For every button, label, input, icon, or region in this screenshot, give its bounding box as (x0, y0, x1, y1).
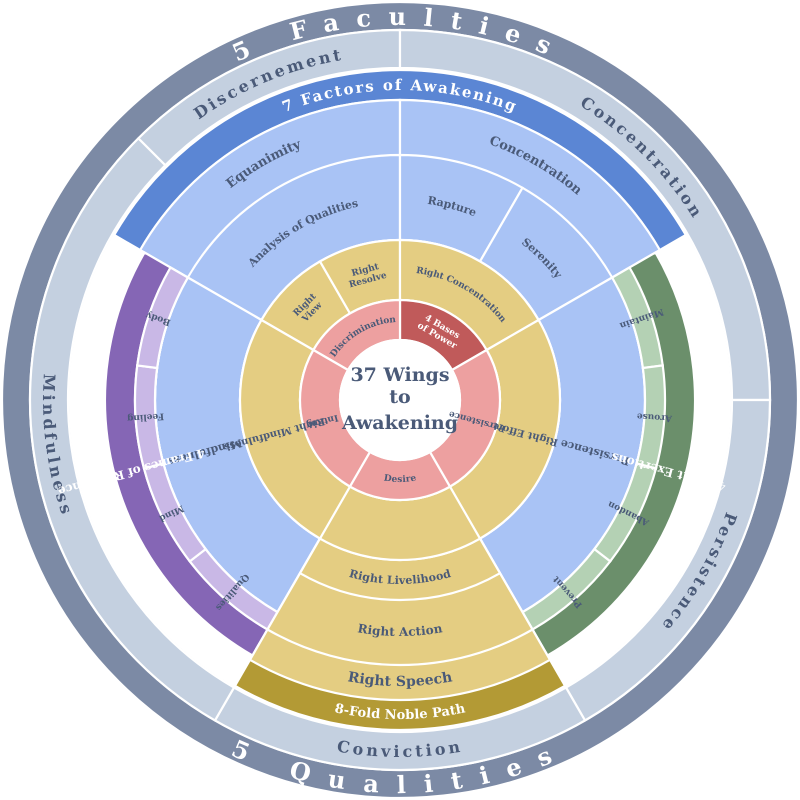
frames-item-3 (136, 265, 190, 370)
center-title-line3: Awakening (341, 412, 458, 434)
right-speech-label: Right Speech (347, 669, 454, 690)
exertions-item-label: Arouse (636, 411, 673, 423)
frames-item-label: Feeling (126, 410, 164, 422)
noble-path-title-label: 8-Fold Noble Path (334, 701, 468, 723)
center-title-line1: 37 Wings (350, 364, 449, 386)
right-action-label: Right Action (357, 621, 444, 639)
center-circle (338, 338, 462, 462)
center-title-line2: to (389, 386, 410, 408)
desire-label: Desire (383, 473, 417, 485)
mindfulness-band (28, 136, 236, 722)
